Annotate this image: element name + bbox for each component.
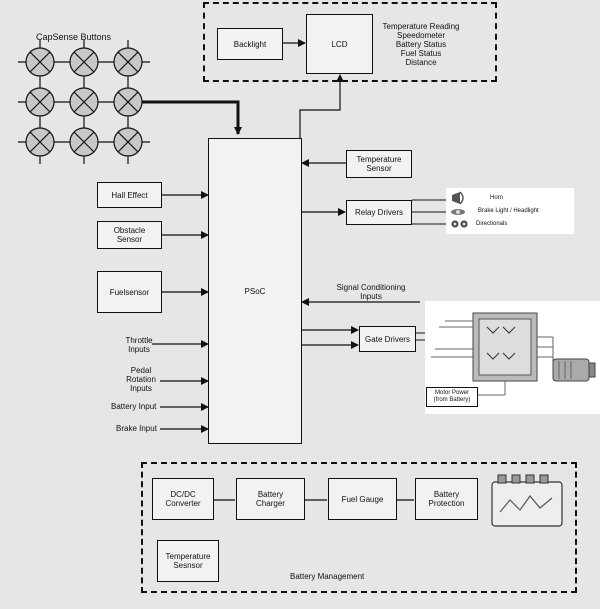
dcdc-line-1: DC/DC [170, 490, 196, 499]
relay-drivers-block: Relay Drivers [346, 200, 412, 225]
fuel-sensor-block: Fuelsensor [97, 271, 162, 313]
capsense-button [113, 127, 143, 157]
readout-distance: Distance [405, 58, 437, 67]
display-group [203, 2, 497, 82]
pedal-line-1: Pedal [130, 366, 152, 375]
signal-conditioning-label: Signal Conditioning Inputs [318, 283, 424, 301]
charger-line-2: Charger [256, 499, 285, 508]
brake-input-label: Brake Input [116, 424, 157, 433]
signal-line-1: Signal Conditioning [336, 283, 406, 292]
motor-power-line-1: Motor Power [434, 390, 469, 396]
bm-temp-line-2: Sesnsor [173, 561, 203, 570]
lamp-icon [451, 209, 465, 215]
readout-battery-status: Battery Status [395, 40, 447, 49]
throttle-line-2: Inputs [128, 345, 150, 354]
battery-management-title: Battery Management [290, 572, 365, 581]
capsense-button [25, 87, 55, 117]
lcd-block: LCD [306, 14, 373, 74]
capsense-button [25, 127, 55, 157]
motor-power-block: Motor Power (from Battery) [426, 387, 478, 407]
horn-icon [452, 191, 464, 205]
bm-temp-line-1: Temperature [165, 552, 211, 561]
throttle-inputs-label: Throttle Inputs [112, 336, 166, 354]
battery-pack-icon [491, 474, 563, 527]
temp-sensor-line-2: Sensor [366, 164, 392, 173]
fuel-gauge-block: Fuel Gauge [328, 478, 397, 520]
pedal-rotation-label: Pedal Rotation Inputs [115, 366, 167, 393]
bm-temperature-sensor-block: Temperature Sesnsor [157, 540, 219, 582]
capsense-buttons [25, 47, 143, 157]
pedal-line-2: Rotation [126, 375, 156, 384]
relay-outputs-panel: Horn Brake Light / Headlight Directional… [446, 188, 574, 234]
battery-input-label: Battery Input [111, 402, 157, 411]
temp-sensor-line-1: Temperature [356, 155, 402, 164]
motor-bridge-panel: Motor Power (from Battery) [425, 301, 600, 414]
directionals-icon [451, 220, 468, 228]
battery-charger-block: Battery Charger [236, 478, 305, 520]
directionals-label: Directionals [476, 221, 508, 227]
capsense-title: CapSense Buttons [36, 32, 112, 42]
signal-line-2: Inputs [360, 292, 382, 301]
throttle-line-1: Throttle [125, 336, 153, 345]
capsense-button [113, 47, 143, 77]
motor-power-line-2: (from Battery) [433, 397, 471, 403]
motor-icon [552, 358, 596, 382]
capsense-button [69, 87, 99, 117]
hall-effect-block: Hall Effect [97, 182, 162, 208]
psoc-block: PSoC [208, 138, 302, 444]
backlight-block: Backlight [217, 28, 283, 60]
dcdc-converter-block: DC/DC Converter [152, 478, 214, 520]
pedal-line-3: Inputs [130, 384, 152, 393]
capsense-button [69, 47, 99, 77]
readout-fuel-status: Fuel Status [400, 49, 442, 58]
display-readouts: Temperature Reading Speedometer Battery … [375, 22, 467, 67]
readout-speedometer: Speedometer [396, 31, 446, 40]
capsense-button [69, 127, 99, 157]
capsense-button [25, 47, 55, 77]
obstacle-line-1: Obstacle [113, 226, 146, 235]
capsense-button [113, 87, 143, 117]
obstacle-line-2: Sensor [116, 235, 143, 244]
readout-temperature: Temperature Reading [382, 22, 460, 31]
horn-label: Horn [490, 195, 504, 201]
battery-protection-block: Battery Protection [415, 478, 478, 520]
battery-management-group [141, 462, 577, 593]
obstacle-sensor-block: Obstacle Sensor [97, 221, 162, 249]
temperature-sensor-block: Temperature Sensor [346, 150, 412, 178]
brake-headlight-label: Brake Light / Headlight [478, 208, 539, 214]
dcdc-line-2: Converter [165, 499, 201, 508]
protection-line-1: Battery [433, 490, 460, 499]
gate-drivers-block: Gate Drivers [359, 326, 416, 352]
charger-line-1: Battery [257, 490, 284, 499]
protection-line-2: Protection [428, 499, 465, 508]
